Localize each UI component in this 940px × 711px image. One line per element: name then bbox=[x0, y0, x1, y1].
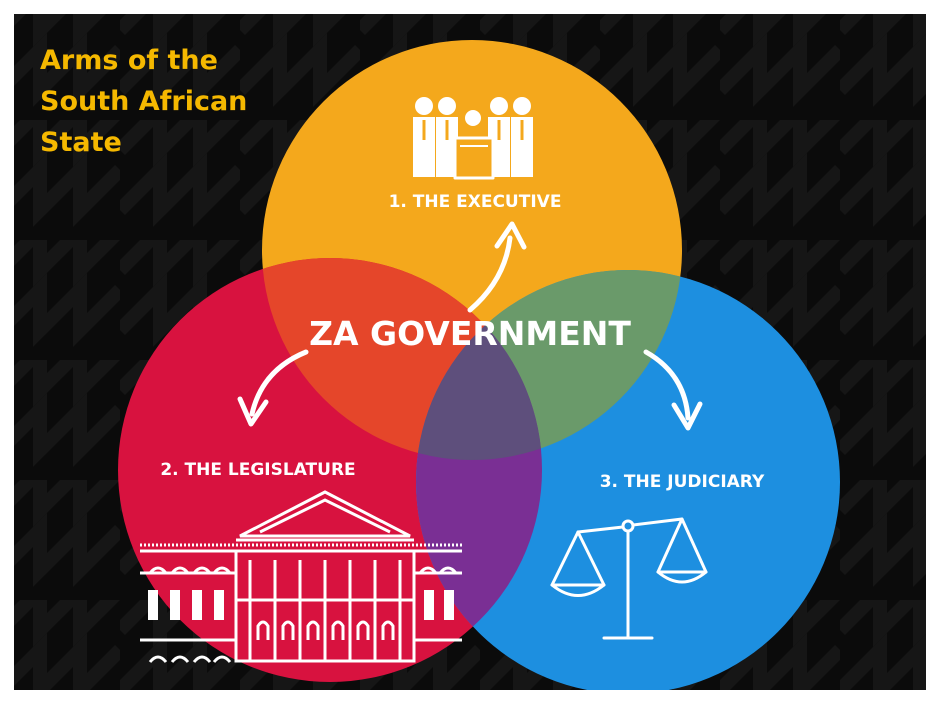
legislature-label: 2. THE LEGISLATURE bbox=[160, 460, 355, 480]
people-at-desk-icon bbox=[413, 97, 533, 180]
title-line-1: Arms of the bbox=[40, 45, 218, 76]
scales-of-justice-icon bbox=[550, 517, 708, 640]
arrow-to-executive-icon bbox=[467, 221, 527, 313]
title-line-3: State bbox=[40, 127, 122, 158]
judiciary-label: 3. THE JUDICIARY bbox=[600, 472, 765, 492]
executive-label: 1. THE EXECUTIVE bbox=[389, 192, 562, 212]
page-title: Arms of the South African State bbox=[40, 45, 247, 158]
parliament-building-icon bbox=[140, 490, 462, 663]
center-label: ZA GOVERNMENT bbox=[309, 314, 631, 353]
title-line-2: South African bbox=[40, 86, 247, 117]
arrow-to-legislature-icon bbox=[237, 349, 309, 427]
arrow-to-judiciary-icon bbox=[643, 349, 703, 431]
overlap-executive-judiciary bbox=[416, 270, 682, 460]
overlap-executive-legislature bbox=[262, 258, 542, 460]
